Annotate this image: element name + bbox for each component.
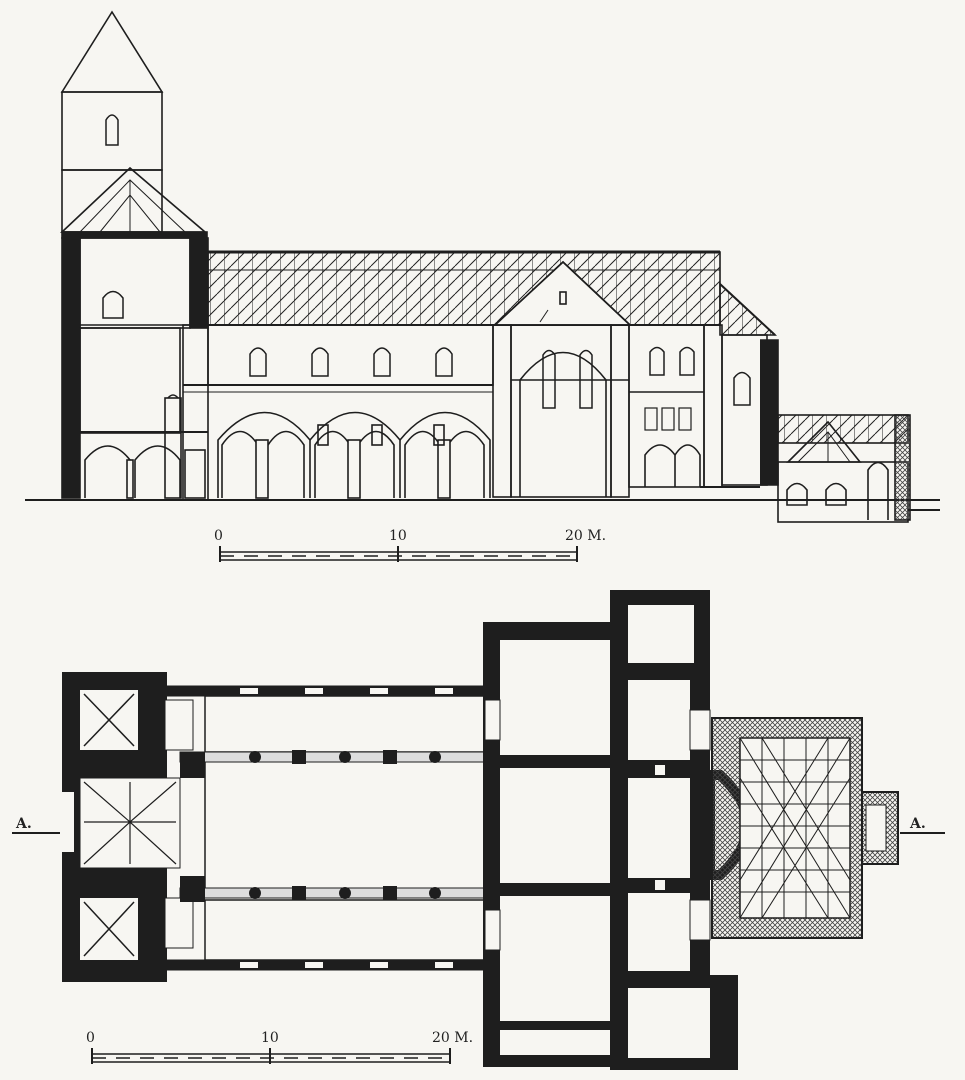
- section-marker-left: A.: [12, 816, 60, 834]
- plan-scale-bar: 0 10 20 M.: [86, 1030, 473, 1064]
- nave-piers: [180, 750, 441, 902]
- clerestory-windows: [249, 347, 453, 377]
- nave-roof: [207, 250, 721, 326]
- crypt-vaults: [739, 737, 851, 919]
- plan-west-towers: [62, 672, 194, 982]
- nave-arcade: [217, 411, 491, 499]
- plan-transept: [483, 622, 623, 1067]
- section-marker-left-label: A.: [15, 816, 32, 832]
- west-tower: [59, 10, 209, 499]
- plan-scale-label-10: 10: [261, 1030, 279, 1046]
- plan-scale-label-20: 20 M.: [432, 1030, 473, 1046]
- crypt-annex: [777, 414, 940, 523]
- church-section-elevation: [25, 10, 940, 523]
- plan-nave-aisles: [166, 685, 488, 971]
- nave-wall: [182, 324, 494, 501]
- crossing: [492, 324, 630, 498]
- section-scale-label-10: 10: [389, 528, 407, 544]
- section-scale-bar: 0 10 20 M.: [214, 528, 606, 562]
- choir: [628, 282, 779, 488]
- plan-scale-label-0: 0: [86, 1030, 95, 1046]
- section-marker-right: A.: [900, 816, 945, 834]
- section-marker-right-label: A.: [909, 816, 926, 832]
- section-scale-label-0: 0: [214, 528, 223, 544]
- plan-east-crypt: [711, 717, 899, 939]
- aisle-windows: [240, 688, 453, 968]
- section-scale-label-20: 20 M.: [565, 528, 606, 544]
- church-floor-plan: A. A.: [12, 590, 945, 1070]
